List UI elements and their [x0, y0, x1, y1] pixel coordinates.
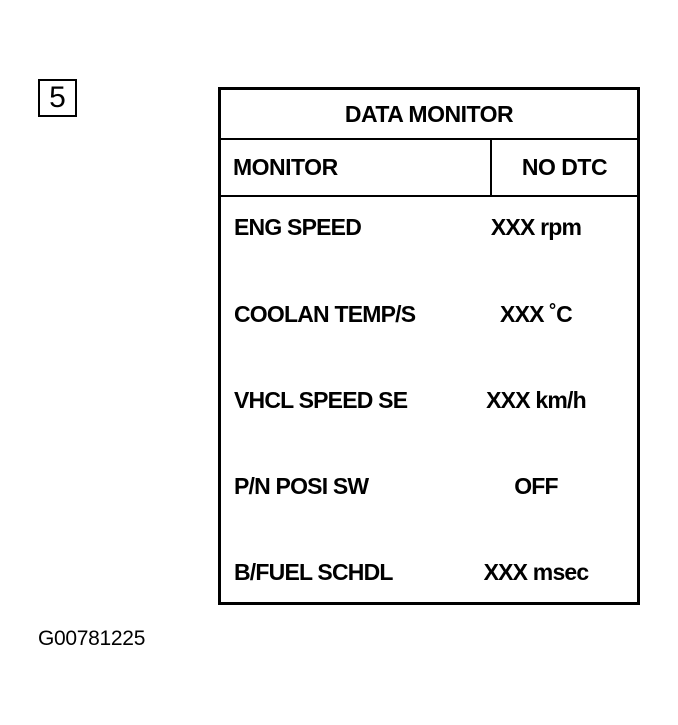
monitor-item-value: OFF [514, 473, 558, 499]
header-monitor-label: MONITOR [221, 140, 492, 195]
panel-title: DATA MONITOR [221, 90, 637, 140]
monitor-item-label: B/FUEL SCHDL [234, 559, 393, 585]
monitor-item-label: ENG SPEED [234, 214, 362, 240]
monitor-item-value: XXX km/h [486, 387, 587, 413]
monitor-item-value: XXX ˚C [500, 301, 573, 327]
monitor-item-vehicle-speed: VHCL SPEED SE XXX km/h [221, 387, 637, 417]
monitor-item-label: VHCL SPEED SE [234, 387, 408, 413]
step-number: 5 [49, 81, 66, 114]
monitor-item-eng-speed: ENG SPEED XXX rpm [221, 214, 637, 244]
panel-header-row: MONITOR NO DTC [221, 140, 637, 197]
monitor-item-value: XXX rpm [490, 214, 582, 240]
monitor-item-label: P/N POSI SW [234, 473, 369, 499]
figure-id: G00781225 [38, 627, 146, 650]
data-monitor-panel: DATA MONITOR MONITOR NO DTC ENG SPEED XX… [218, 87, 640, 605]
header-dtc-status: NO DTC [521, 154, 608, 180]
monitor-item-fuel-schedule: B/FUEL SCHDL XXX msec [221, 559, 637, 589]
monitor-item-value: XXX msec [483, 559, 590, 585]
monitor-item-label: COOLAN TEMP/S [234, 301, 416, 327]
monitor-item-pn-position-switch: P/N POSI SW OFF [221, 473, 637, 503]
step-number-box: 5 [38, 79, 77, 117]
monitor-item-coolant-temp: COOLAN TEMP/S XXX ˚C [221, 301, 637, 331]
